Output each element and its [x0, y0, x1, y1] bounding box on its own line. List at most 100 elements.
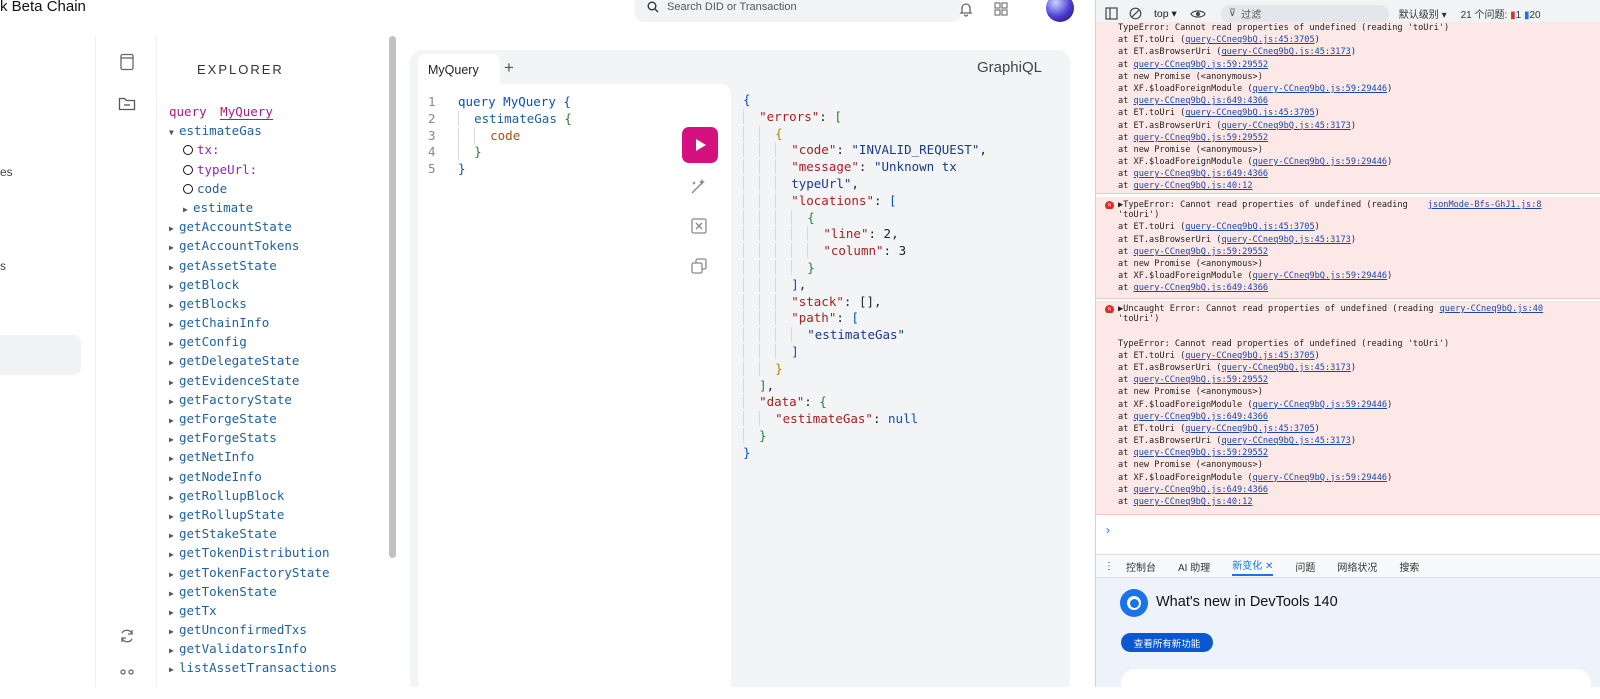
- explorer-field-row[interactable]: ▶getBlocks: [169, 294, 337, 313]
- source-link[interactable]: query-CCneq9bQ.js:45:3173: [1221, 47, 1351, 58]
- explorer-field-row[interactable]: ▶getAccountTokens: [169, 236, 337, 255]
- source-link[interactable]: query-CCneq9bQ.js:45:3173: [1221, 120, 1351, 131]
- source-link[interactable]: query-CCneq9bQ.js:649:4366: [1133, 96, 1269, 107]
- source-link[interactable]: query-CCneq9bQ.js:45:3705: [1185, 222, 1315, 233]
- tab-myquery[interactable]: MyQuery: [418, 54, 500, 84]
- close-icon[interactable]: ✕: [1265, 560, 1274, 572]
- see-all-features-button[interactable]: 查看所有新功能: [1121, 633, 1213, 652]
- source-link[interactable]: query-CCneq9bQ.js:59:29552: [1133, 375, 1269, 386]
- source-link[interactable]: query-CCneq9bQ.js:649:4366: [1133, 484, 1269, 495]
- refresh-icon[interactable]: [117, 626, 137, 646]
- log-levels-select[interactable]: 默认级别 ▾: [1398, 10, 1447, 21]
- prettify-icon[interactable]: [688, 175, 710, 197]
- explorer-field-row[interactable]: ▶getTokenFactoryState: [169, 563, 337, 582]
- avatar[interactable]: [1046, 0, 1074, 22]
- console-prompt[interactable]: ›: [1106, 523, 1110, 537]
- console-error-message[interactable]: ×▶TypeError: Cannot read properties of u…: [1096, 197, 1600, 299]
- explorer-subfield-row[interactable]: code: [169, 179, 337, 198]
- source-link[interactable]: query-CCneq9bQ.js:59:29552: [1133, 246, 1269, 257]
- source-link[interactable]: query-CCneq9bQ.js:40:12: [1133, 181, 1253, 192]
- source-link[interactable]: query-CCneq9bQ.js:59:29446: [1252, 399, 1388, 410]
- explorer-field-row[interactable]: ▶getForgeState: [169, 409, 337, 428]
- explorer-field-row[interactable]: ▶getAssetState: [169, 256, 337, 275]
- context-select[interactable]: top ▾: [1154, 7, 1177, 20]
- source-link[interactable]: query-CCneq9bQ.js:45:3173: [1221, 436, 1351, 447]
- clear-console-icon[interactable]: [1126, 5, 1144, 23]
- explorer-field-row[interactable]: ▶getDelegateState: [169, 351, 337, 370]
- nav-item-active[interactable]: [0, 335, 81, 375]
- source-link[interactable]: query-CCneq9bQ.js:59:29446: [1252, 157, 1388, 168]
- source-link[interactable]: query-CCneq9bQ.js:45:3173: [1221, 362, 1351, 373]
- tab-network-conditions[interactable]: 网络状况: [1337, 562, 1378, 574]
- console-error-message[interactable]: ×▶Uncaught Error: Cannot read properties…: [1096, 301, 1600, 515]
- explorer-arg-row[interactable]: typeUrl:: [169, 160, 337, 179]
- explorer-field-row[interactable]: ▶listAssetTransactions: [169, 658, 337, 677]
- explorer-field-row[interactable]: ▶getNodeInfo: [169, 467, 337, 486]
- source-link[interactable]: query-CCneq9bQ.js:649:4366: [1133, 283, 1269, 294]
- settings-icon[interactable]: [117, 666, 137, 686]
- explorer-field-row[interactable]: ▶getFactoryState: [169, 390, 337, 409]
- source-link[interactable]: query-CCneq9bQ.js:45:3705: [1185, 423, 1315, 434]
- explorer-field-row[interactable]: ▶getValidatorsInfo: [169, 639, 337, 658]
- copy-icon[interactable]: [688, 255, 710, 277]
- add-tab-button[interactable]: +: [504, 58, 514, 77]
- run-query-button[interactable]: [682, 127, 718, 163]
- explorer-folder-icon[interactable]: [117, 94, 137, 114]
- explorer-field-row[interactable]: ▶getTokenDistribution: [169, 543, 337, 562]
- explorer-field-row[interactable]: ▶getRollupBlock: [169, 486, 337, 505]
- source-link[interactable]: jsonMode-Bfs-GhJ1.js:8: [1427, 200, 1542, 210]
- source-link[interactable]: query-CCneq9bQ.js:59:29446: [1252, 472, 1388, 483]
- source-link[interactable]: query-CCneq9bQ.js:59:29552: [1133, 59, 1269, 70]
- source-link[interactable]: query-CCneq9bQ.js:59:29446: [1252, 271, 1388, 282]
- source-link[interactable]: query-CCneq9bQ.js:45:3705: [1185, 350, 1315, 361]
- tab-search[interactable]: 搜索: [1399, 562, 1420, 574]
- explorer-field-row[interactable]: ▶getTokenState: [169, 582, 337, 601]
- source-link[interactable]: query-CCneq9bQ.js:40:12: [1133, 497, 1253, 507]
- explorer-field-row[interactable]: ▶getStakeState: [169, 524, 337, 543]
- issues-counter[interactable]: 21 个问题: ▮1 ▮20: [1461, 6, 1541, 21]
- explorer-field-row[interactable]: ▶getTx: [169, 601, 337, 620]
- explorer-field-row[interactable]: ▶getUnconfirmedTxs: [169, 620, 337, 639]
- explorer-field-row[interactable]: ▶getBlock: [169, 275, 337, 294]
- eye-icon[interactable]: [1189, 5, 1207, 23]
- explorer-field-row[interactable]: ▶getForgeStats: [169, 428, 337, 447]
- tab-issues[interactable]: 问题: [1295, 562, 1316, 574]
- console-filter-input[interactable]: ⊽过滤: [1220, 4, 1389, 23]
- tab-console[interactable]: 控制台: [1126, 562, 1156, 574]
- explorer-field-row[interactable]: ▶getChainInfo: [169, 313, 337, 332]
- source-link[interactable]: query-CCneq9bQ.js:45:3705: [1185, 108, 1315, 119]
- explorer-field-row[interactable]: ▶getAccountState: [169, 217, 337, 236]
- explorer-field-row[interactable]: ▶getNetInfo: [169, 447, 337, 466]
- search-input[interactable]: Search DID or Transaction: [635, 0, 961, 22]
- explorer-scrollbar[interactable]: [389, 36, 396, 558]
- query-name-input[interactable]: MyQuery: [220, 104, 273, 120]
- docs-icon[interactable]: [117, 52, 137, 72]
- source-link[interactable]: query-CCneq9bQ.js:649:4366: [1133, 169, 1269, 180]
- source-link[interactable]: query-CCneq9bQ.js:45:3705: [1185, 35, 1315, 46]
- source-link[interactable]: query-CCneq9bQ.js:59:29446: [1252, 83, 1388, 94]
- apps-grid-icon[interactable]: [990, 0, 1012, 20]
- source-link[interactable]: query-CCneq9bQ.js:40: [1439, 304, 1544, 314]
- tab-ai-assistant[interactable]: AI 助理: [1178, 562, 1211, 574]
- nav-fragment[interactable]: es: [0, 165, 13, 179]
- nav-fragment[interactable]: s: [0, 259, 6, 273]
- more-menu-icon[interactable]: ⋮: [1104, 560, 1114, 572]
- explorer-arg-row[interactable]: tx:: [169, 140, 337, 159]
- bell-icon[interactable]: [955, 0, 977, 20]
- source-link[interactable]: query-CCneq9bQ.js:59:29552: [1133, 132, 1269, 143]
- tab-whats-new[interactable]: 新变化 ✕: [1232, 557, 1274, 576]
- explorer-field-row[interactable]: ▶getRollupState: [169, 505, 337, 524]
- source-link[interactable]: query-CCneq9bQ.js:649:4366: [1133, 411, 1269, 422]
- source-link[interactable]: query-CCneq9bQ.js:59:29552: [1133, 448, 1269, 459]
- feature-card[interactable]: [1121, 669, 1591, 699]
- result-viewer[interactable]: { "errors": [ { "code": "INVALID_REQUEST…: [743, 92, 987, 460]
- explorer-field-row[interactable]: ▶getEvidenceState: [169, 371, 337, 390]
- explorer-field-row[interactable]: ▼estimateGas: [169, 121, 337, 140]
- merge-fragments-icon[interactable]: [688, 215, 710, 237]
- sidebar-toggle-icon[interactable]: [1102, 5, 1120, 23]
- source-link[interactable]: query-CCneq9bQ.js:45:3173: [1221, 234, 1351, 245]
- explorer-field-row[interactable]: ▶getConfig: [169, 332, 337, 351]
- explorer-subfield-row[interactable]: ▶estimate: [169, 198, 337, 217]
